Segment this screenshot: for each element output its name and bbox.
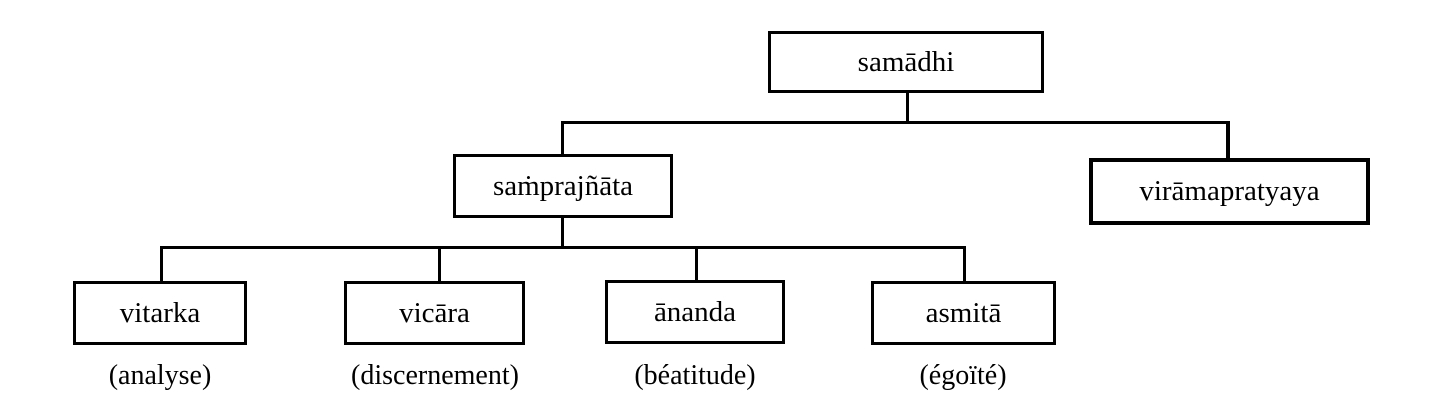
node-vicara: vicāra [344,281,525,345]
node-asmita-label: asmitā [925,296,1002,329]
connector-to-viramapratyaya [1226,121,1230,160]
node-vitarka: vitarka [73,281,247,345]
connector-samprajnata-down [561,216,564,248]
connector-level1-horizontal [561,121,1230,124]
node-samadhi-label: samādhi [857,45,955,78]
node-viramapratyaya-label: virāmapratyaya [1139,175,1320,207]
node-viramapratyaya: virāmapratyaya [1089,158,1370,225]
node-samprajnata: saṁprajñāta [453,154,673,218]
connector-to-vicara [438,246,441,283]
connector-to-samprajnata [561,121,564,156]
node-ananda-label: ānanda [653,295,737,328]
node-samprajnata-label: saṁprajñāta [492,169,634,202]
node-ananda: ānanda [605,280,785,344]
node-samadhi: samādhi [768,31,1044,93]
connector-root-down [906,91,909,123]
gloss-asmita: (égoïté) [919,360,1007,391]
connector-to-ananda [695,246,698,282]
connector-level2-horizontal [160,246,966,249]
gloss-vicara: (discernement) [351,360,519,391]
connector-to-vitarka [160,246,163,283]
gloss-ananda: (béatitude) [634,360,756,391]
node-asmita: asmitā [871,281,1056,345]
node-vicara-label: vicāra [399,296,470,329]
gloss-vitarka: (analyse) [108,360,212,391]
node-vitarka-label: vitarka [119,296,201,329]
connector-to-asmita [963,246,966,283]
